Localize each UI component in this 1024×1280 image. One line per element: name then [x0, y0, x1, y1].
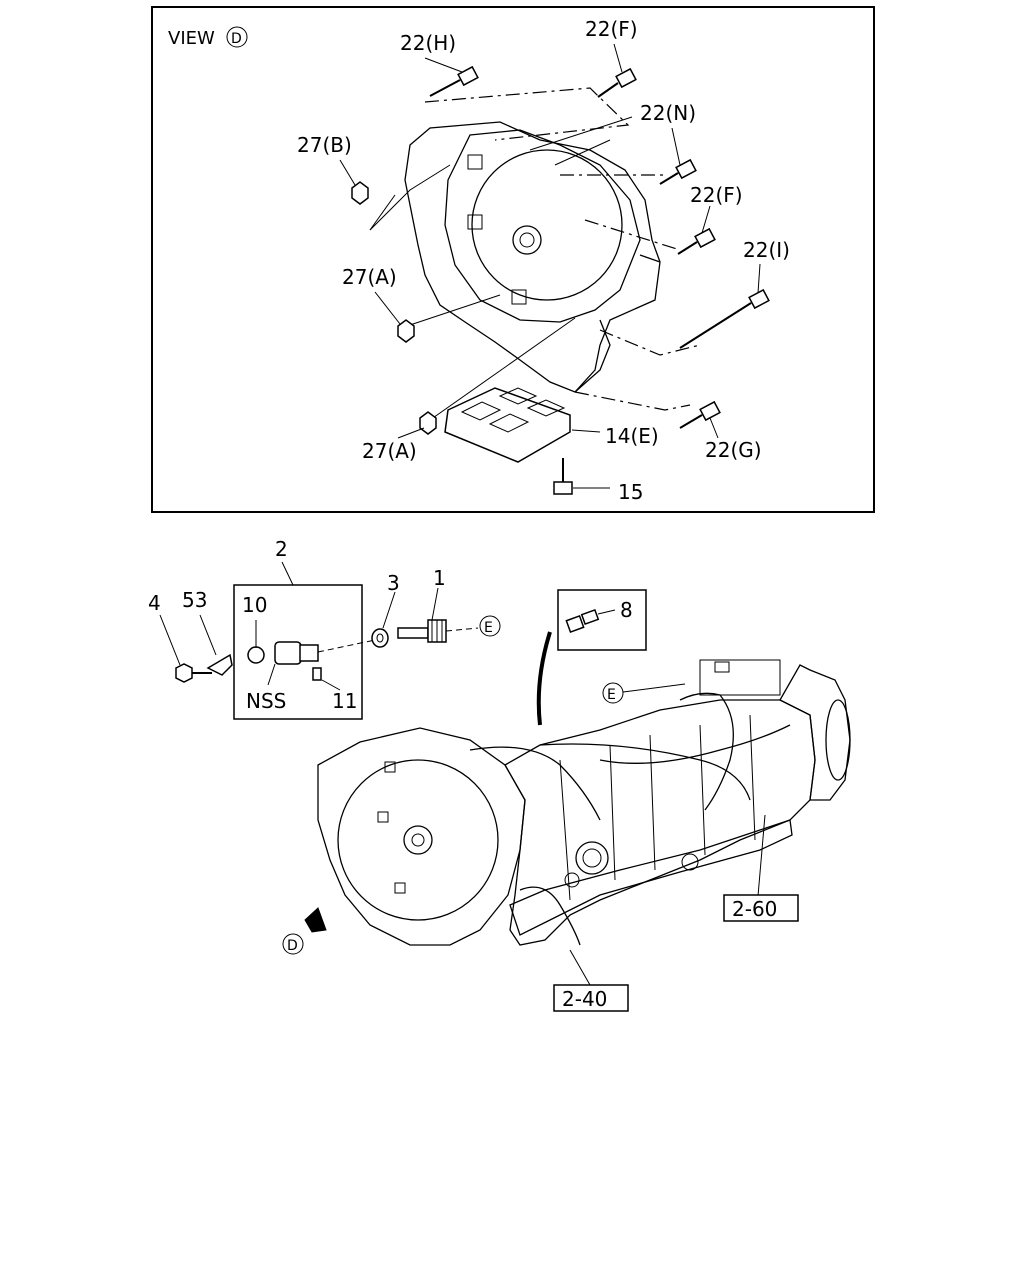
bell-housing-inner — [444, 129, 641, 323]
callout-4: 4 — [148, 591, 161, 615]
callout-22i: 22(I) — [743, 238, 790, 262]
connector-8 — [565, 608, 616, 633]
callout-22g: 22(G) — [705, 438, 762, 462]
cover-plate-14e — [444, 387, 601, 463]
callout-3: 3 — [387, 571, 400, 595]
callout-22n: 22(N) — [640, 101, 696, 125]
bell-housing — [404, 121, 661, 393]
callout-14e: 14(E) — [605, 424, 659, 448]
ref-d: D — [287, 938, 298, 954]
bracket-53 — [199, 614, 233, 676]
transmission-oil-pan — [509, 819, 793, 936]
callout-27a-upper: 27(A) — [342, 265, 397, 289]
view-d-arrow — [304, 907, 327, 933]
speed-gear-1 — [397, 587, 479, 643]
valve-body-cover — [699, 659, 781, 696]
part-8-box — [557, 589, 647, 651]
bolt-22f-top — [597, 67, 637, 98]
bolt-22i — [679, 288, 770, 349]
ref-box-2-60[interactable] — [723, 894, 799, 922]
nut-27a-lower — [419, 411, 437, 435]
bolt-4 — [159, 614, 212, 683]
callout-27a-lower: 27(A) — [362, 439, 417, 463]
view-letter: D — [231, 31, 242, 47]
housing-center — [512, 225, 542, 255]
bolt-15 — [553, 458, 610, 495]
callout-2: 2 — [275, 537, 288, 561]
pin-11 — [312, 667, 341, 691]
wiring-harness — [469, 724, 791, 946]
callout-22f-top: 22(F) — [585, 17, 638, 41]
ref-2-40: 2-40 — [562, 987, 607, 1011]
bolt-22h — [429, 65, 479, 97]
transmission-bell-housing — [317, 727, 526, 946]
washer-3 — [371, 628, 389, 648]
callout-1: 1 — [433, 566, 446, 590]
neutral-switch-sensor — [255, 620, 376, 686]
ref-d-circle — [282, 933, 304, 955]
nss-kit-box — [233, 584, 363, 720]
callout-15: 15 — [618, 480, 643, 504]
nut-27a-upper — [397, 319, 415, 343]
callout-8: 8 — [620, 598, 633, 622]
ref-2-60: 2-60 — [732, 897, 777, 921]
arrow-to-harness — [536, 631, 552, 726]
ref-e-1: E — [484, 620, 493, 636]
ref-e-circle-2 — [602, 682, 624, 704]
housing-bore — [471, 149, 623, 301]
callout-22f-mid: 22(F) — [690, 183, 743, 207]
view-letter-circle — [226, 26, 248, 48]
bolt-22f-mid — [677, 227, 716, 255]
transmission-bore — [337, 759, 499, 921]
ref-box-2-40[interactable] — [553, 984, 629, 1012]
callout-11: 11 — [332, 689, 357, 713]
housing-boss — [467, 154, 483, 170]
nut-27b — [351, 181, 369, 205]
bolt-22g — [679, 400, 721, 429]
extension-housing — [779, 664, 851, 801]
main-assembly: 2 10 NSS 11 4 53 — [148, 537, 851, 1012]
view-title: VIEW — [168, 28, 215, 49]
callout-nss: NSS — [246, 689, 286, 713]
callout-10: 10 — [242, 593, 267, 617]
callout-22h: 22(H) — [400, 31, 456, 55]
port-plug — [575, 841, 609, 875]
ref-e-2: E — [607, 687, 616, 703]
o-ring-10 — [247, 646, 265, 664]
bolt-22n — [659, 158, 697, 185]
callout-53: 53 — [182, 588, 207, 612]
ref-e-circle-1 — [479, 615, 501, 637]
view-d-panel: VIEW D — [151, 6, 875, 513]
callout-27b: 27(B) — [297, 133, 352, 157]
